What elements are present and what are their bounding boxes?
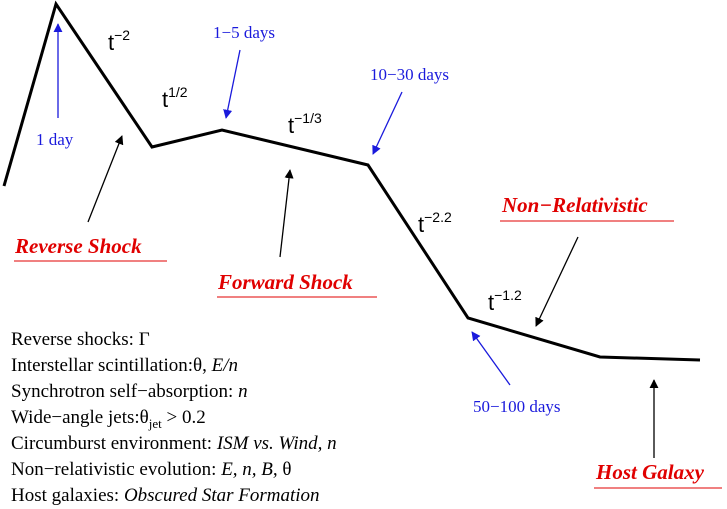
slope-label-t-minus-2: t−2 [108,27,130,55]
non-relativistic-label: Non−Relativistic [501,193,648,217]
slope-label-t-half: t1/2 [162,84,188,112]
ten-thirty-days-label: 10−30 days [370,65,449,84]
one-five-days-arrow [223,49,241,119]
probe-item: Synchrotron self−absorption: n [11,381,248,402]
probe-item: Host galaxies: Obscured Star Formation [11,485,320,506]
probe-item: Circumburst environment: ISM vs. Wind, n [11,433,337,454]
probe-item: Interstellar scintillation:θ, E/n [11,355,238,376]
non-relativistic-arrow [535,236,579,327]
reverse-shock-label: Reverse Shock [14,234,142,258]
slope-label-t-minus-1-2: t−1.2 [488,287,522,315]
forward-shock-arrow [279,169,294,258]
slope-label-t-minus-2-2: t−2.2 [418,209,452,237]
forward-shock-label: Forward Shock [217,270,353,294]
probe-item: Reverse shocks: Γ [11,329,150,350]
light-curve [2,0,701,362]
probe-item: Non−relativistic evolution: E, n, B, θ [11,459,292,480]
host-galaxy-label: Host Galaxy [595,460,705,484]
slope-label-t-minus-1-3: t−1/3 [288,110,322,138]
probe-item: Wide−angle jets:θjet > 0.2 [11,407,206,431]
ten-thirty-days-arrow [372,91,403,155]
one-five-days-label: 1−5 days [213,23,275,42]
reverse-shock-arrow [87,135,124,223]
probe-list: Reverse shocks: Γ Interstellar scintilla… [11,329,337,506]
fifty-hundred-days-arrow [471,331,511,386]
one-day-label: 1 day [36,130,74,149]
fifty-hundred-days-label: 50−100 days [473,397,561,416]
